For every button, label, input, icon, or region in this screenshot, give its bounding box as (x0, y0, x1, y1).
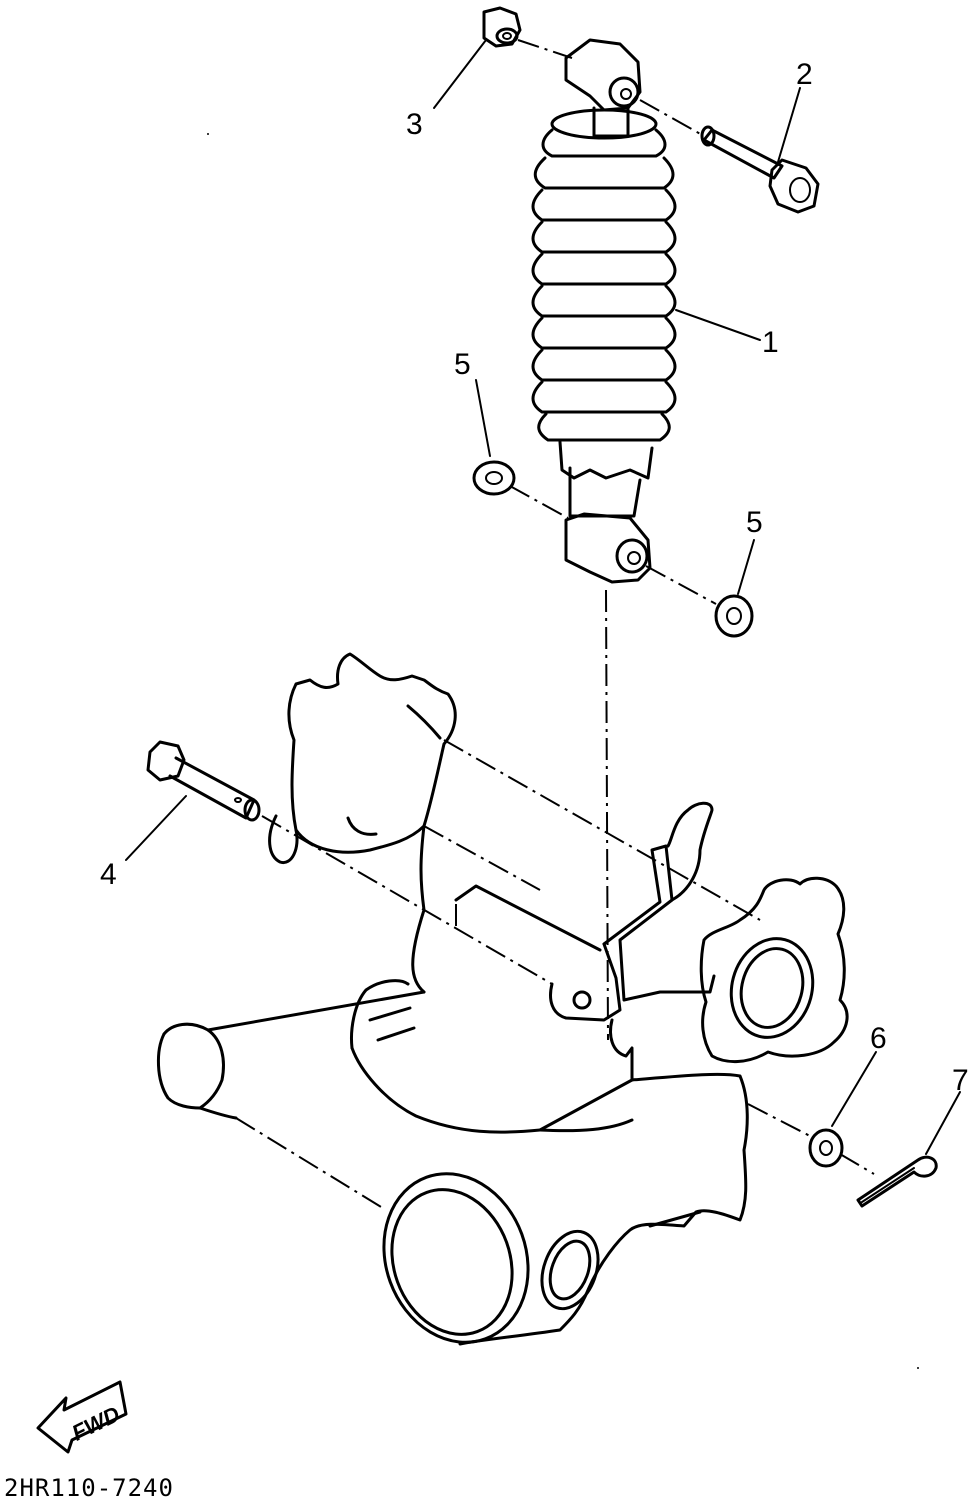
part-6-guide-line (839, 1153, 875, 1175)
speck (917, 1367, 919, 1369)
speck (207, 133, 209, 135)
callout-5a-leader (475, 379, 491, 457)
diagram-code: 2HR110-7240 (4, 1474, 174, 1501)
fwd-label: FWD (68, 1401, 124, 1445)
part-3-nut (482, 6, 522, 48)
part-2-guide-line (639, 99, 705, 137)
part-3-guide-line (517, 39, 573, 59)
callout-3: 3 (406, 108, 423, 141)
part-7-cotter-pin (856, 1155, 938, 1208)
callout-1-leader (675, 309, 761, 341)
part-5-washer-upper (472, 460, 516, 496)
callout-7-leader (925, 1091, 961, 1155)
part-5-washer-lower (714, 594, 754, 638)
part-6-washer (808, 1128, 844, 1168)
callout-4-leader (125, 795, 187, 861)
callout-2-leader (777, 87, 801, 163)
callout-5a: 5 (454, 348, 471, 381)
shock-mount-guide-line (605, 589, 609, 1041)
callout-4: 4 (100, 858, 117, 891)
callout-2: 2 (796, 58, 813, 91)
callout-5b: 5 (746, 506, 763, 539)
part-5-upper-guide-line (509, 485, 569, 519)
callout-5b-leader (737, 539, 755, 595)
callout-7: 7 (952, 1064, 969, 1097)
callout-3-leader (433, 39, 487, 109)
part-5-lower-guide-line (645, 565, 717, 605)
part-4-pivot-bolt (146, 740, 261, 822)
callout-6-leader (831, 1051, 877, 1127)
part-2-bolt (700, 125, 820, 214)
callout-6: 6 (870, 1022, 887, 1055)
swingarm (156, 652, 849, 1346)
fwd-arrow-icon: FWD (36, 1380, 128, 1454)
part-1-shock-absorber (531, 38, 677, 584)
callout-1: 1 (762, 326, 779, 359)
